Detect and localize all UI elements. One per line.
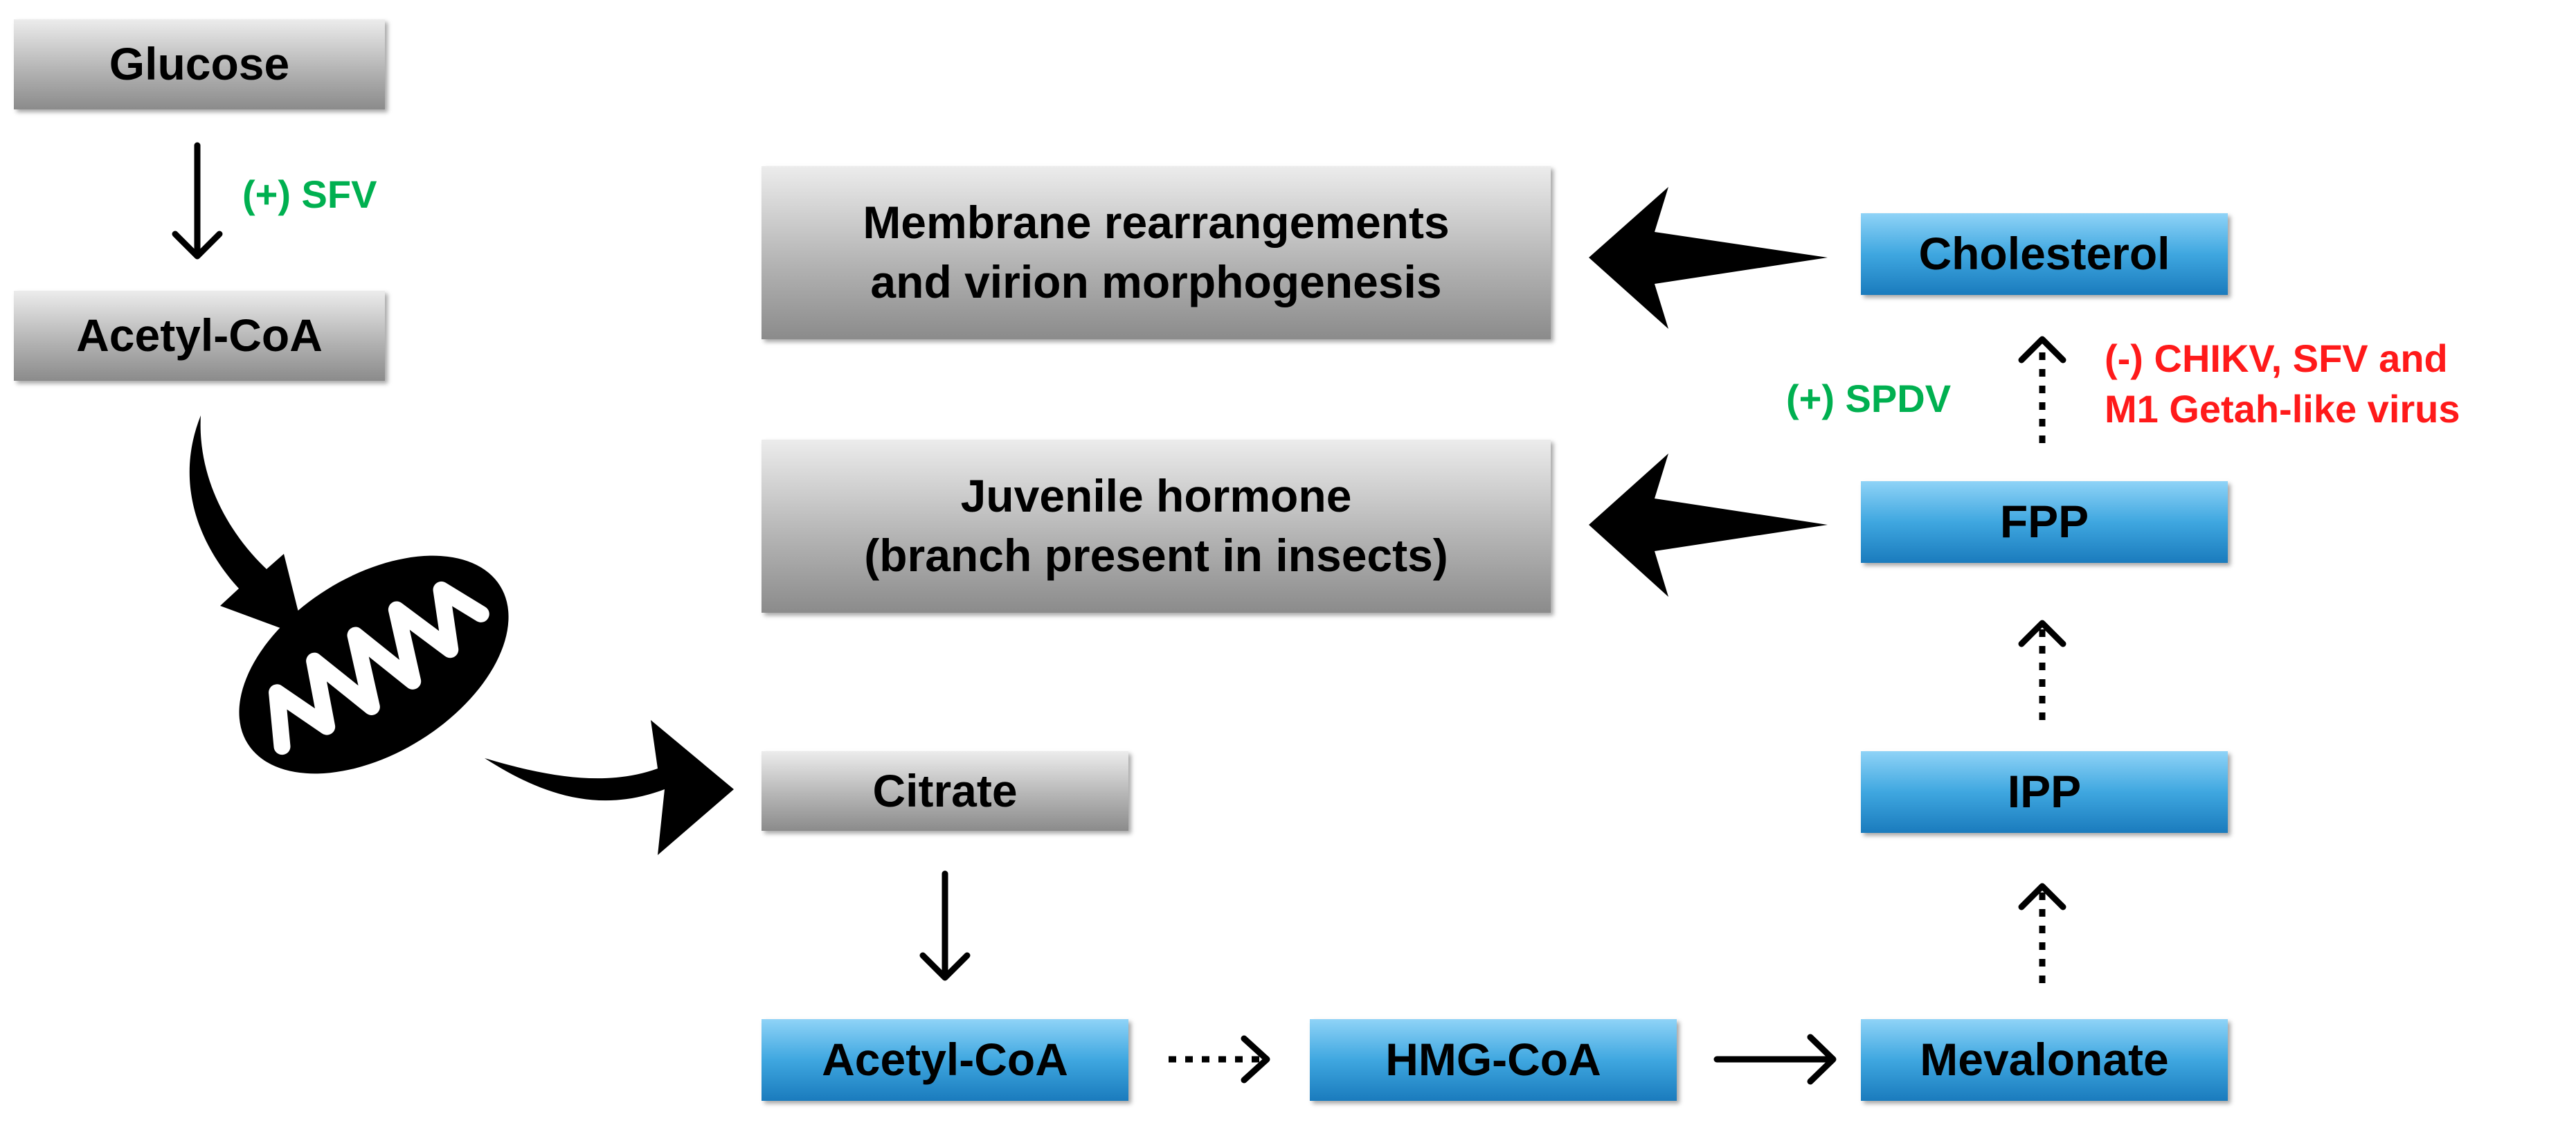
arrow-hmg-coa-to-mevalonate — [1713, 1034, 1837, 1085]
node-mevalonate: Mevalonate — [1861, 1019, 2228, 1101]
node-juvenile-hormone: Juvenile hormone (branch present in inse… — [762, 440, 1551, 613]
node-ipp-label: IPP — [2007, 766, 2082, 818]
node-juvenile-line-1: Juvenile hormone — [960, 470, 1352, 522]
annotation-fpp-step-plus-text: (+) SPDV — [1786, 377, 1952, 420]
node-citrate: Citrate — [762, 751, 1128, 831]
annotation-fpp-step-minus-line-2: M1 Getah-like virus — [2105, 386, 2460, 431]
node-hmg-coa: HMG-CoA — [1310, 1019, 1677, 1101]
node-membrane-line-1: Membrane rearrangements — [863, 197, 1450, 249]
node-mevalonate-label: Mevalonate — [1920, 1034, 2169, 1086]
node-acetyl-coa-bottom: Acetyl-CoA — [762, 1019, 1128, 1101]
node-cholesterol: Cholesterol — [1861, 213, 2228, 295]
node-ipp: IPP — [1861, 751, 2228, 833]
node-fpp: FPP — [1861, 481, 2228, 563]
annotation-fpp-step-plus: (+) SPDV — [1786, 374, 1951, 424]
arrow-acetyl-coa-to-hmg-coa — [1169, 1035, 1270, 1084]
arrow-mevalonate-to-ipp — [2018, 883, 2066, 983]
node-acetyl-coa-bottom-label: Acetyl-CoA — [822, 1034, 1068, 1086]
node-juvenile-line-2: (branch present in insects) — [864, 530, 1448, 581]
node-acetyl-coa-top-label: Acetyl-CoA — [76, 309, 323, 361]
annotation-glucose-step: (+) SFV — [242, 170, 377, 220]
node-hmg-coa-label: HMG-CoA — [1385, 1034, 1601, 1086]
node-fpp-label: FPP — [1999, 496, 2089, 548]
big-arrow-cholesterol-to-membrane — [1589, 187, 1828, 329]
node-glucose-label: Glucose — [109, 38, 290, 90]
arrow-glucose-to-acetyl-coa — [172, 142, 223, 260]
arrow-fpp-to-cholesterol — [2018, 336, 2066, 443]
node-acetyl-coa-top: Acetyl-CoA — [14, 291, 385, 381]
node-membrane-line-2: and virion morphogenesis — [870, 256, 1442, 307]
big-arrow-fpp-to-juvenile-hormone — [1589, 453, 1828, 597]
node-cholesterol-label: Cholesterol — [1918, 228, 2170, 280]
arrow-ipp-to-fpp — [2018, 620, 2066, 720]
node-glucose: Glucose — [14, 19, 385, 109]
mitochondrion-icon — [239, 555, 509, 774]
annotation-fpp-step-minus: (-) CHIKV, SFV and M1 Getah-like virus — [2105, 334, 2460, 435]
curved-arrow-to-citrate — [485, 720, 734, 855]
annotation-glucose-step-text: (+) SFV — [242, 172, 377, 216]
curved-arrow-into-mitochondrion — [189, 415, 305, 637]
annotation-fpp-step-minus-line-1: (-) CHIKV, SFV and — [2105, 336, 2448, 380]
node-membrane-rearrangements: Membrane rearrangements and virion morph… — [762, 166, 1551, 339]
arrow-citrate-to-acetyl-coa — [919, 870, 971, 981]
node-citrate-label: Citrate — [872, 764, 1018, 816]
